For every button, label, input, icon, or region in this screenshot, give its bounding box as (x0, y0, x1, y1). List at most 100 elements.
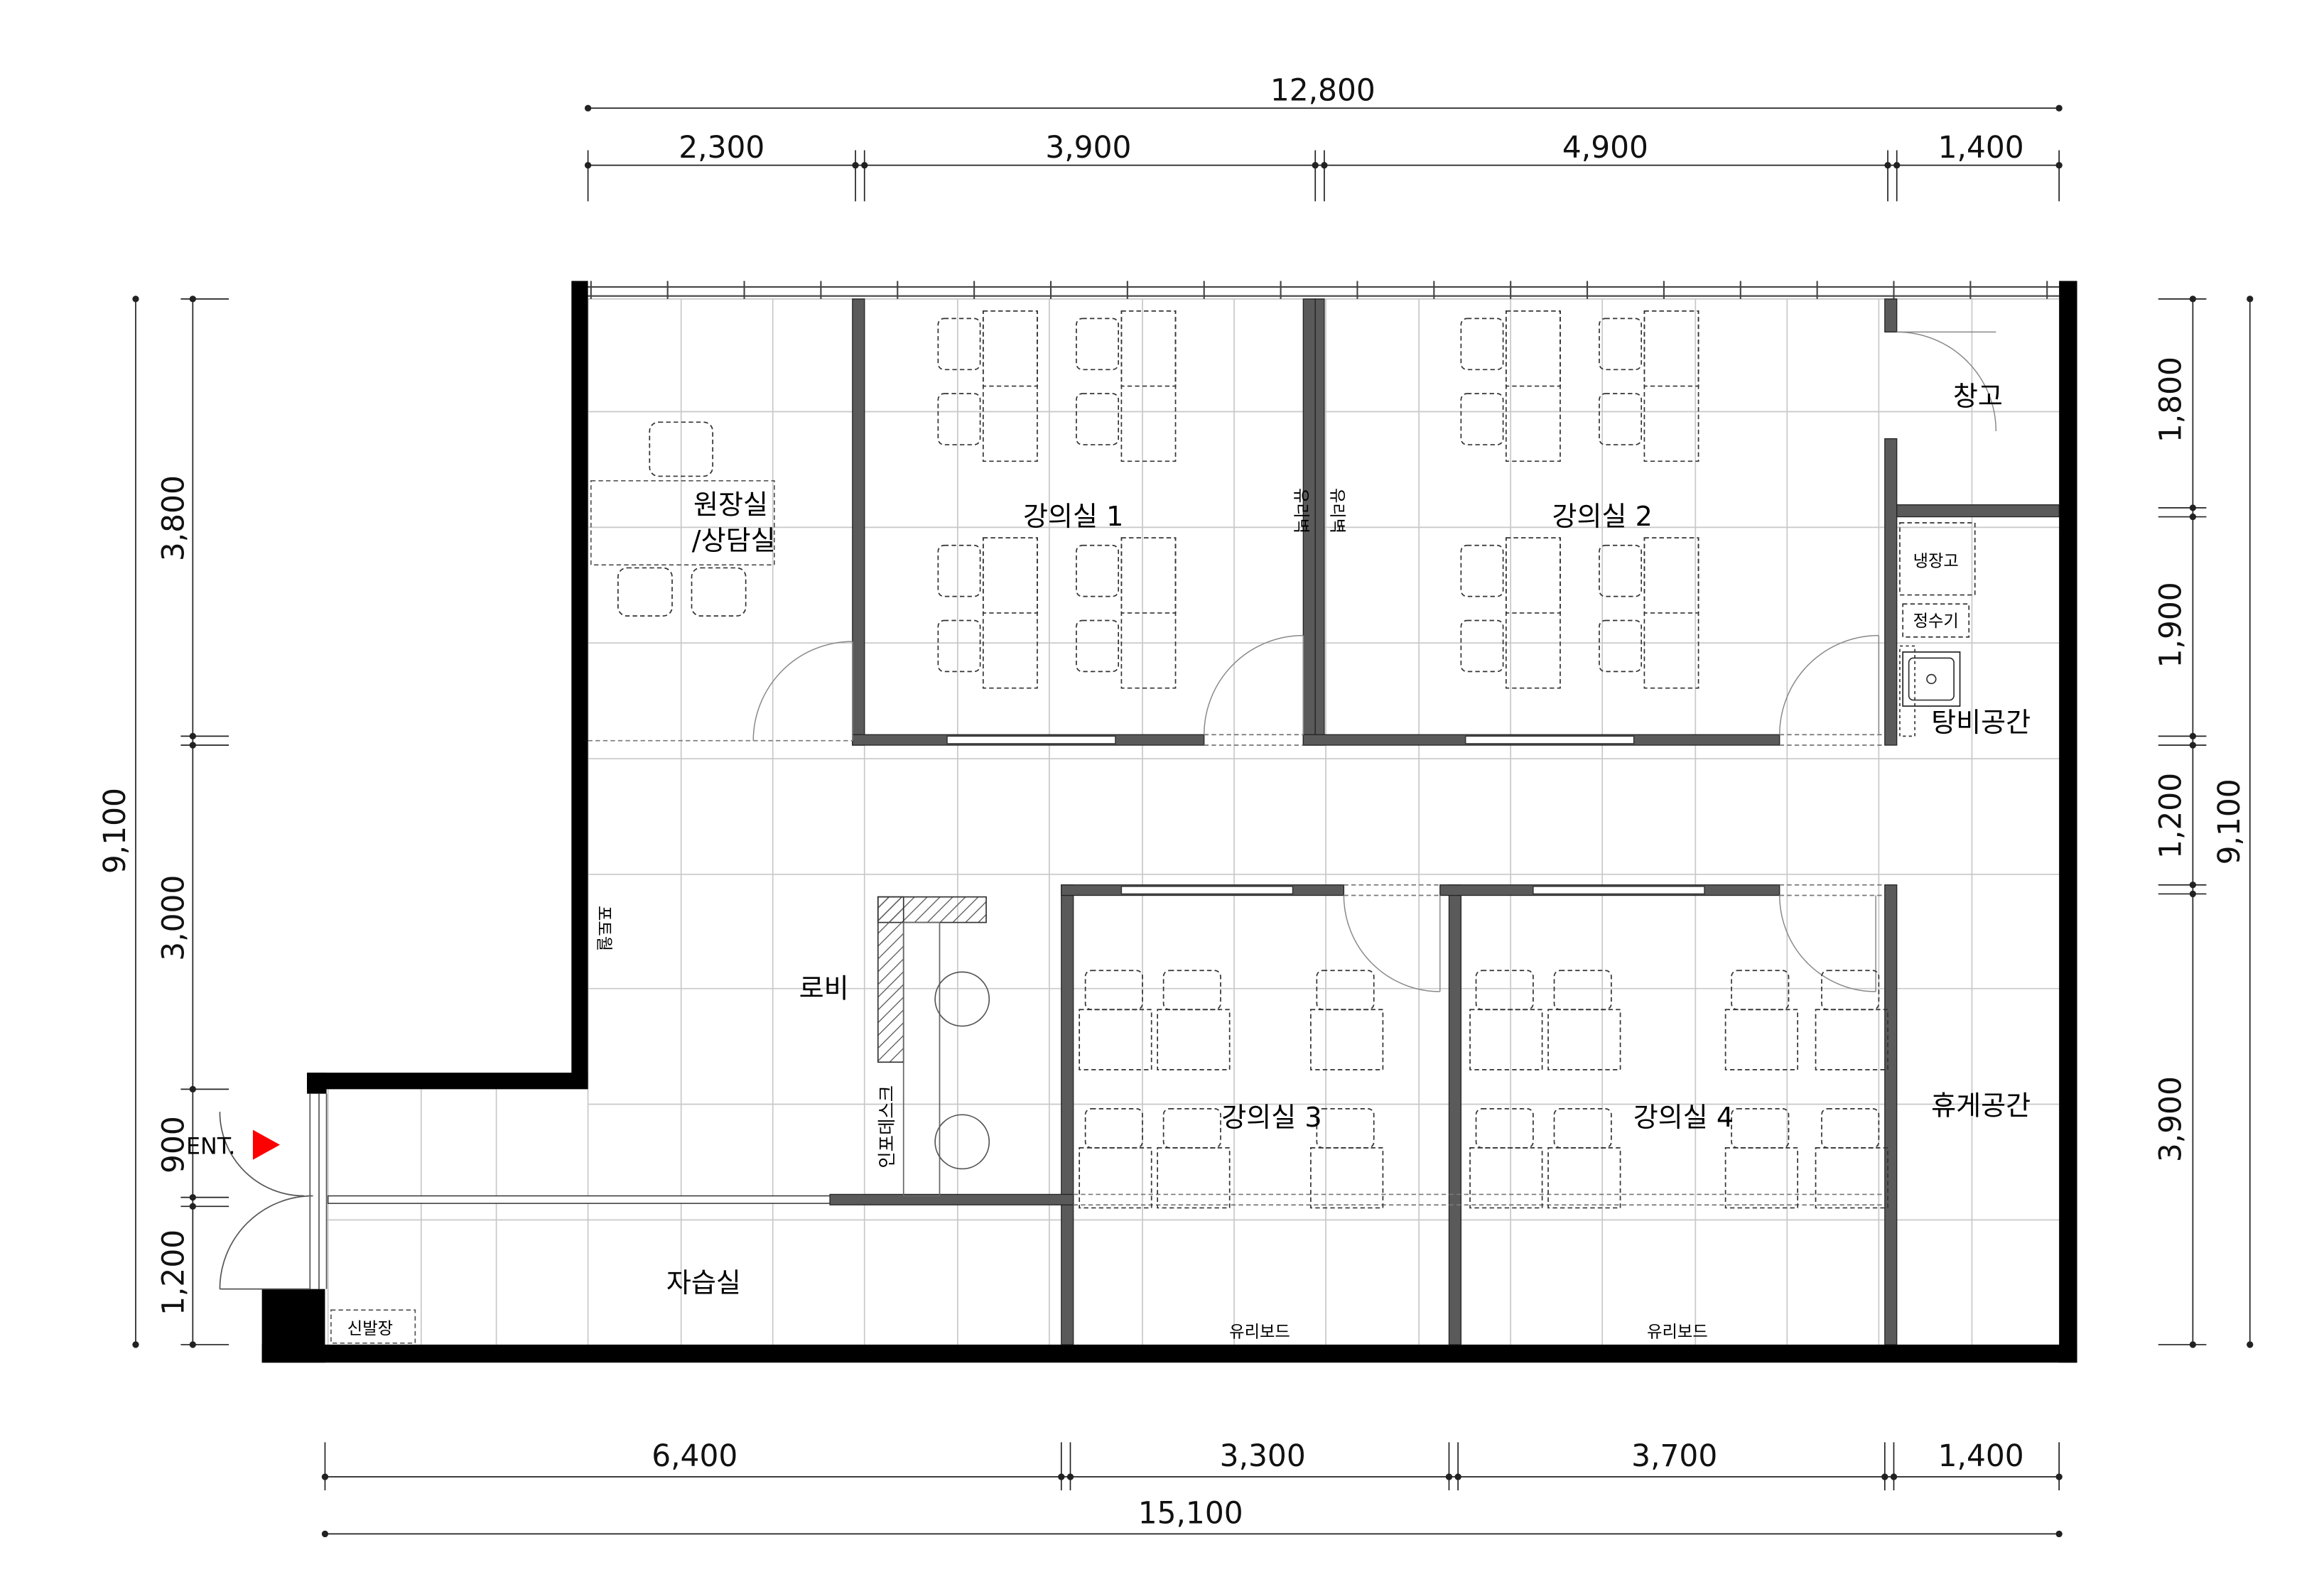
dimension-tick (2189, 732, 2197, 739)
chair (1460, 393, 1504, 445)
dimension-tick (2189, 296, 2197, 303)
room-lecture-3: 강의실 3 (1221, 1102, 1322, 1133)
chair (1599, 544, 1643, 597)
dimension-tick (189, 1341, 196, 1348)
partition-windows (327, 735, 1705, 1204)
dimension-tick (2189, 513, 2197, 521)
room-lecture-1: 강의실 1 (1023, 501, 1123, 532)
label-fridge: 냉장고 (1913, 551, 1959, 570)
dimension-tick (2189, 742, 2197, 749)
dim-top-3: 4,900 (1562, 130, 1648, 165)
dimension-tick (1893, 161, 1901, 169)
dim-top-total: 12,800 (1270, 73, 1376, 108)
room-lounge: 휴게공간 (1931, 1090, 2031, 1121)
dim-top-4: 1,400 (1938, 130, 2024, 165)
dimension-tick (1890, 1473, 1898, 1480)
dimension-tick (2189, 890, 2197, 898)
desk (1157, 1009, 1231, 1070)
dimension-tick (584, 161, 592, 169)
entrance-door (219, 1093, 328, 1290)
desk (1815, 1147, 1888, 1209)
label-photowall: 포토월 (594, 906, 613, 951)
desk (1724, 1147, 1798, 1209)
dim-top-2: 3,900 (1045, 130, 1131, 165)
dimension-tick (1312, 161, 1319, 169)
dimension-tick (1881, 1473, 1888, 1480)
dimension-tick (2247, 296, 2254, 303)
dimension-tick (2055, 1473, 2063, 1480)
dimension-tick (2189, 1341, 2197, 1348)
room-lecture-2: 강의실 2 (1552, 501, 1653, 532)
desk (1469, 1009, 1543, 1070)
dimension-tick (2055, 1530, 2063, 1538)
dimension-tick (1321, 161, 1328, 169)
chair (1460, 619, 1504, 673)
desk (1547, 1147, 1621, 1209)
label-entrance: ENT. (186, 1134, 235, 1159)
room-labels: 원장실 /상담실 강의실 1 강의실 2 강의실 3 강의실 4 창고 탕비공간… (666, 381, 2031, 1298)
label-glassboard-2: 유리보드 (1647, 1322, 1708, 1341)
dim-left-1: 3,800 (156, 475, 191, 561)
dim-bottom-4: 1,400 (1938, 1438, 2024, 1473)
desk (1815, 1009, 1888, 1070)
desk (1120, 310, 1177, 387)
exterior-walls (261, 281, 2077, 1363)
dimension-tick (1454, 1473, 1461, 1480)
dimension-tick (132, 1341, 139, 1348)
desk (1310, 1147, 1384, 1209)
chair (1076, 619, 1120, 673)
desk (1469, 1147, 1543, 1209)
dimension-tick (1058, 1473, 1065, 1480)
chair (1475, 970, 1534, 1011)
room-director-line1: 원장실 (693, 489, 768, 520)
label-glass-wall-a: 유리벽 (1292, 488, 1311, 533)
dim-right-2: 1,900 (2153, 582, 2188, 668)
dimension-tick (132, 296, 139, 303)
desk (1310, 1009, 1384, 1070)
label-infodesk: 인포데스크 (876, 1085, 897, 1169)
chair (1821, 1108, 1880, 1149)
dimension-tick (1884, 161, 1891, 169)
dim-right-1: 1,800 (2153, 357, 2188, 443)
chair (937, 318, 981, 371)
dimension-tick (2189, 504, 2197, 511)
dim-left-2: 3,000 (156, 875, 191, 961)
pantry-fixtures (1899, 522, 1976, 737)
top-glass-facade (586, 281, 2060, 299)
dim-bottom-total: 15,100 (1138, 1496, 1243, 1531)
desk (982, 310, 1038, 387)
chair (1599, 619, 1643, 673)
dimension-tick (321, 1473, 329, 1480)
dimension-tick (189, 1085, 196, 1093)
dimension-lines (132, 104, 2254, 1538)
chair (1731, 970, 1790, 1011)
chair (1162, 970, 1221, 1011)
desk (1547, 1009, 1621, 1070)
label-shoe: 신발장 (347, 1319, 393, 1338)
chair (937, 544, 981, 597)
dim-bottom-3: 3,700 (1631, 1438, 1717, 1473)
dimension-tick (2189, 882, 2197, 889)
dimension-tick (2055, 104, 2063, 112)
door-openings (588, 734, 1885, 1206)
dimension-labels: 12,800 2,300 3,900 4,900 1,400 6,400 3,3… (97, 73, 2247, 1531)
desk (1643, 310, 1699, 387)
dimension-tick (189, 296, 196, 303)
chair (1821, 970, 1880, 1011)
dimension-tick (189, 1203, 196, 1210)
dim-left-total: 9,100 (97, 788, 132, 874)
chair (937, 393, 981, 445)
partitions (829, 298, 2060, 1345)
dimension-tick (189, 732, 196, 739)
chair (1076, 318, 1120, 371)
dimension-tick (861, 161, 868, 169)
dim-right-total: 9,100 (2212, 779, 2247, 864)
desk (1079, 1009, 1152, 1070)
room-study: 자습실 (666, 1267, 741, 1298)
dimension-tick (1445, 1473, 1453, 1480)
dim-right-3: 1,200 (2153, 773, 2188, 859)
dimension-tick (852, 161, 859, 169)
dim-bottom-2: 3,300 (1220, 1438, 1306, 1473)
furniture (937, 310, 1888, 1209)
